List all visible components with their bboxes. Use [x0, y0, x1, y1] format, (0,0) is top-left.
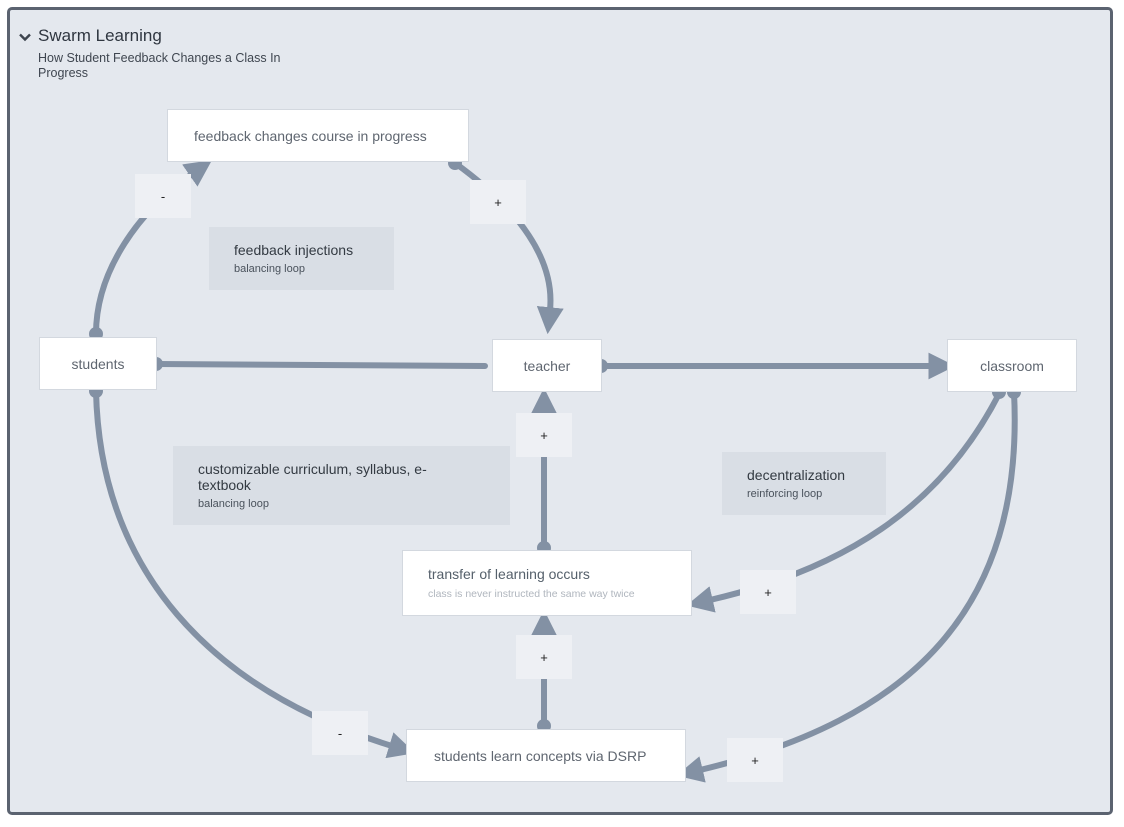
node-transfer-of-learning[interactable]: transfer of learning occurs class is nev… — [402, 550, 692, 616]
node-feedback-changes-course[interactable]: feedback changes course in progress — [167, 109, 469, 162]
link-students-dsrp[interactable] — [93, 388, 416, 759]
node-label: students — [71, 355, 125, 372]
node-label: feedback changes course in progress — [194, 127, 427, 144]
loop-name: decentralization — [747, 467, 846, 483]
loop-type: reinforcing loop — [747, 488, 823, 500]
polarity-students-feedback[interactable]: - — [135, 174, 191, 218]
node-students[interactable]: students — [39, 337, 157, 390]
node-note: class is never instructed the same way t… — [428, 588, 635, 600]
link-feedback-teacher[interactable] — [452, 160, 564, 335]
polarity-dsrp-transfer[interactable]: + — [516, 635, 572, 679]
node-label: teacher — [523, 357, 571, 374]
link-teacher-students[interactable] — [153, 361, 488, 369]
loop-curriculum[interactable]: customizable curriculum, syllabus, e-tex… — [173, 446, 510, 525]
loop-name: feedback injections — [234, 242, 354, 258]
polarity-classroom-transfer[interactable]: + — [740, 570, 796, 614]
diagram-subtitle: How Student Feedback Changes a Class In … — [38, 51, 281, 80]
loop-type: balancing loop — [198, 498, 269, 510]
node-label: students learn concepts via DSRP — [434, 747, 647, 764]
node-label: transfer of learning occurs — [428, 566, 590, 582]
node-classroom[interactable]: classroom — [947, 339, 1077, 392]
chevron-down-icon[interactable] — [18, 30, 32, 44]
diagram-panel: Swarm Learning How Student Feedback Chan… — [7, 7, 1113, 815]
polarity-students-dsrp[interactable]: - — [312, 711, 368, 755]
loop-feedback-injections[interactable]: feedback injections balancing loop — [209, 227, 394, 290]
node-students-learn-dsrp[interactable]: students learn concepts via DSRP — [406, 729, 686, 782]
diagram-title: Swarm Learning — [38, 26, 162, 45]
loop-type: balancing loop — [234, 263, 305, 275]
node-teacher[interactable]: teacher — [492, 339, 602, 392]
loop-decentralization[interactable]: decentralization reinforcing loop — [722, 452, 886, 515]
polarity-transfer-teacher[interactable]: + — [516, 413, 572, 457]
polarity-classroom-dsrp[interactable]: + — [727, 738, 783, 782]
loop-name: customizable curriculum, syllabus, e-tex… — [198, 461, 427, 493]
polarity-feedback-teacher[interactable]: + — [470, 180, 526, 224]
node-label: classroom — [980, 357, 1044, 374]
